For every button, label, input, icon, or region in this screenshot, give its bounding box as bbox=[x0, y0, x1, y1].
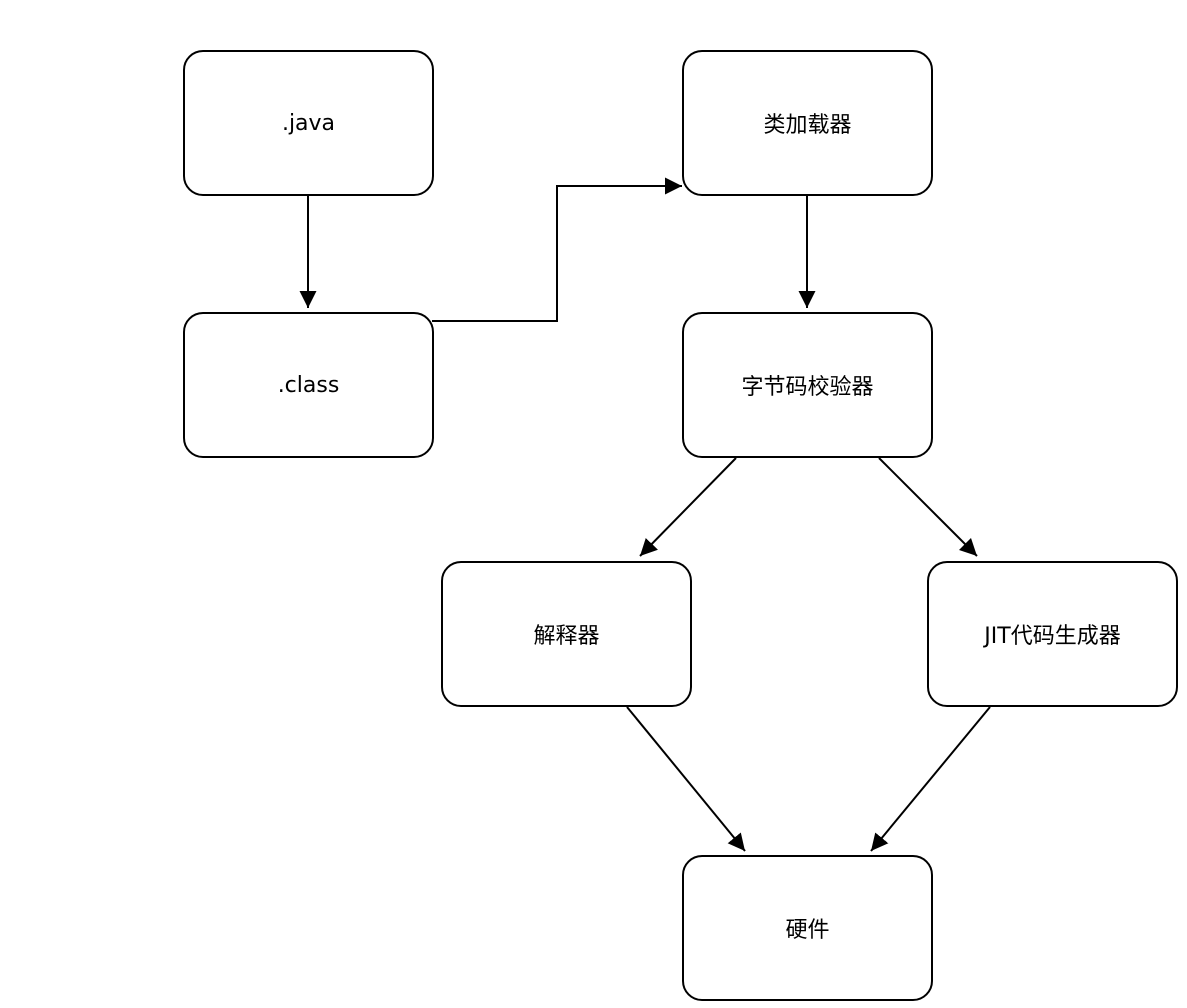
node-class-file: .class bbox=[183, 312, 434, 458]
node-bytecode-verifier-label: 字节码校验器 bbox=[741, 375, 874, 400]
node-jit-generator: JIT代码生成器 bbox=[927, 561, 1178, 707]
node-class-file-label: .class bbox=[277, 372, 340, 398]
node-jit-generator-label: JIT代码生成器 bbox=[984, 624, 1121, 649]
node-class-loader-label: 类加载器 bbox=[763, 113, 852, 138]
arrow-verifier-to-jit bbox=[878, 457, 978, 557]
node-hardware: 硬件 bbox=[682, 855, 933, 1001]
node-class-loader: 类加载器 bbox=[682, 50, 933, 196]
arrow-interpreter-to-hardware bbox=[626, 706, 746, 852]
node-interpreter-label: 解释器 bbox=[533, 624, 600, 649]
node-hardware-label: 硬件 bbox=[785, 918, 830, 943]
arrow-jit-to-hardware bbox=[870, 706, 991, 852]
arrow-verifier-to-interpreter bbox=[639, 457, 737, 557]
node-java-source: .java bbox=[183, 50, 434, 196]
node-bytecode-verifier: 字节码校验器 bbox=[682, 312, 933, 458]
arrow-class-to-class-loader bbox=[432, 177, 682, 322]
node-java-source-label: .java bbox=[281, 110, 336, 136]
node-interpreter: 解释器 bbox=[441, 561, 692, 707]
